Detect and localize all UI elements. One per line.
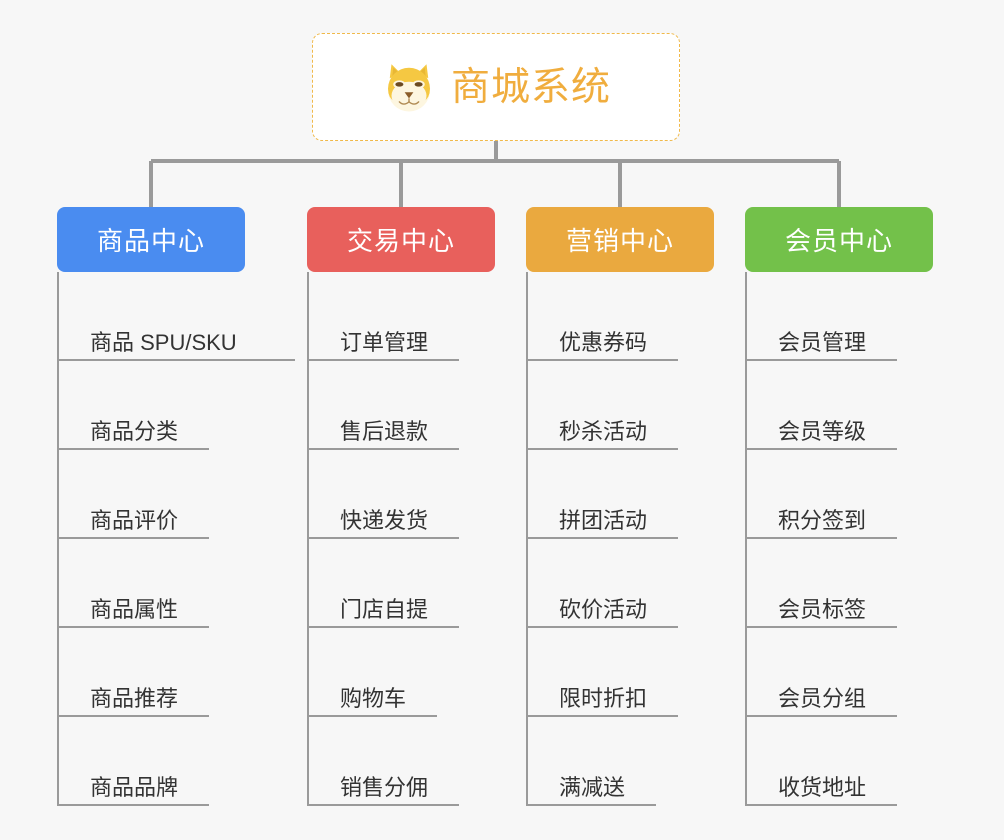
category-column-trade: 交易中心 订单管理 售后退款 快递发货 门店自提 购物车	[307, 207, 495, 806]
list-item[interactable]: 商品推荐	[59, 628, 245, 717]
leaf-label: 商品评价	[90, 508, 179, 534]
leaf-label: 会员标签	[778, 597, 867, 623]
leaf-label: 商品品牌	[90, 775, 179, 801]
leaf-label: 商品 SPU/SKU	[90, 330, 237, 356]
list-item[interactable]: 会员分组	[747, 628, 933, 717]
category-header-member[interactable]: 会员中心	[745, 207, 933, 272]
list-item[interactable]: 会员等级	[747, 361, 933, 450]
leaf-label: 秒杀活动	[559, 419, 648, 445]
leaf-list-trade: 订单管理 售后退款 快递发货 门店自提 购物车 销售分佣	[307, 272, 495, 806]
category-header-label: 营销中心	[565, 226, 674, 256]
leaf-list-marketing: 优惠券码 秒杀活动 拼团活动 砍价活动 限时折扣 满减送	[526, 272, 714, 806]
leaf-label: 会员等级	[778, 419, 867, 445]
list-item[interactable]: 购物车	[309, 628, 495, 717]
leaf-label: 砍价活动	[559, 597, 648, 623]
list-item[interactable]: 售后退款	[309, 361, 495, 450]
category-column-member: 会员中心 会员管理 会员等级 积分签到 会员标签 会员分组	[745, 207, 933, 806]
category-header-label: 交易中心	[346, 226, 455, 256]
list-item[interactable]: 门店自提	[309, 539, 495, 628]
leaf-label: 快递发货	[340, 508, 429, 534]
list-item[interactable]: 商品分类	[59, 361, 245, 450]
leaf-label: 限时折扣	[559, 686, 648, 712]
category-header-label: 会员中心	[784, 226, 893, 256]
leaf-label: 门店自提	[340, 597, 429, 623]
leaf-label: 商品推荐	[90, 686, 179, 712]
list-item[interactable]: 快递发货	[309, 450, 495, 539]
category-columns: 商品中心 商品 SPU/SKU 商品分类 商品评价 商品属性 商品推荐	[57, 207, 947, 817]
list-item[interactable]: 限时折扣	[528, 628, 714, 717]
leaf-label: 会员分组	[778, 686, 867, 712]
shiba-dog-face-icon	[387, 64, 430, 112]
list-item[interactable]: 优惠券码	[528, 272, 714, 361]
category-column-product: 商品中心 商品 SPU/SKU 商品分类 商品评价 商品属性 商品推荐	[57, 207, 295, 806]
list-item[interactable]: 销售分佣	[309, 717, 495, 806]
leaf-label: 订单管理	[340, 330, 429, 356]
leaf-label: 销售分佣	[340, 775, 429, 801]
list-item[interactable]: 积分签到	[747, 450, 933, 539]
category-header-product[interactable]: 商品中心	[57, 207, 245, 272]
list-item[interactable]: 秒杀活动	[528, 361, 714, 450]
list-item[interactable]: 砍价活动	[528, 539, 714, 628]
leaf-list-member: 会员管理 会员等级 积分签到 会员标签 会员分组 收货地址	[745, 272, 933, 806]
category-header-marketing[interactable]: 营销中心	[526, 207, 714, 272]
leaf-label: 积分签到	[778, 508, 867, 534]
list-item[interactable]: 订单管理	[309, 272, 495, 361]
category-header-trade[interactable]: 交易中心	[307, 207, 495, 272]
leaf-list-product: 商品 SPU/SKU 商品分类 商品评价 商品属性 商品推荐 商品品牌	[57, 272, 295, 806]
list-item[interactable]: 商品 SPU/SKU	[59, 272, 295, 361]
leaf-label: 购物车	[340, 686, 407, 712]
leaf-label: 收货地址	[778, 775, 867, 801]
list-item[interactable]: 满减送	[528, 717, 714, 806]
leaf-label: 售后退款	[340, 419, 429, 445]
leaf-label: 商品分类	[90, 419, 179, 445]
list-item[interactable]: 收货地址	[747, 717, 933, 806]
list-item[interactable]: 拼团活动	[528, 450, 714, 539]
leaf-label: 满减送	[559, 775, 626, 801]
list-item[interactable]: 会员标签	[747, 539, 933, 628]
leaf-label: 商品属性	[90, 597, 179, 623]
root-node-shop-system[interactable]: 商城系统	[312, 33, 680, 141]
list-item[interactable]: 商品属性	[59, 539, 245, 628]
list-item[interactable]: 商品评价	[59, 450, 245, 539]
category-header-label: 商品中心	[96, 226, 205, 256]
list-item[interactable]: 商品品牌	[59, 717, 245, 806]
category-column-marketing: 营销中心 优惠券码 秒杀活动 拼团活动 砍价活动 限时折扣	[526, 207, 714, 806]
root-node-title: 商城系统	[450, 65, 611, 109]
leaf-label: 优惠券码	[559, 330, 648, 356]
leaf-label: 会员管理	[778, 330, 867, 356]
leaf-label: 拼团活动	[559, 508, 648, 534]
list-item[interactable]: 会员管理	[747, 272, 933, 361]
